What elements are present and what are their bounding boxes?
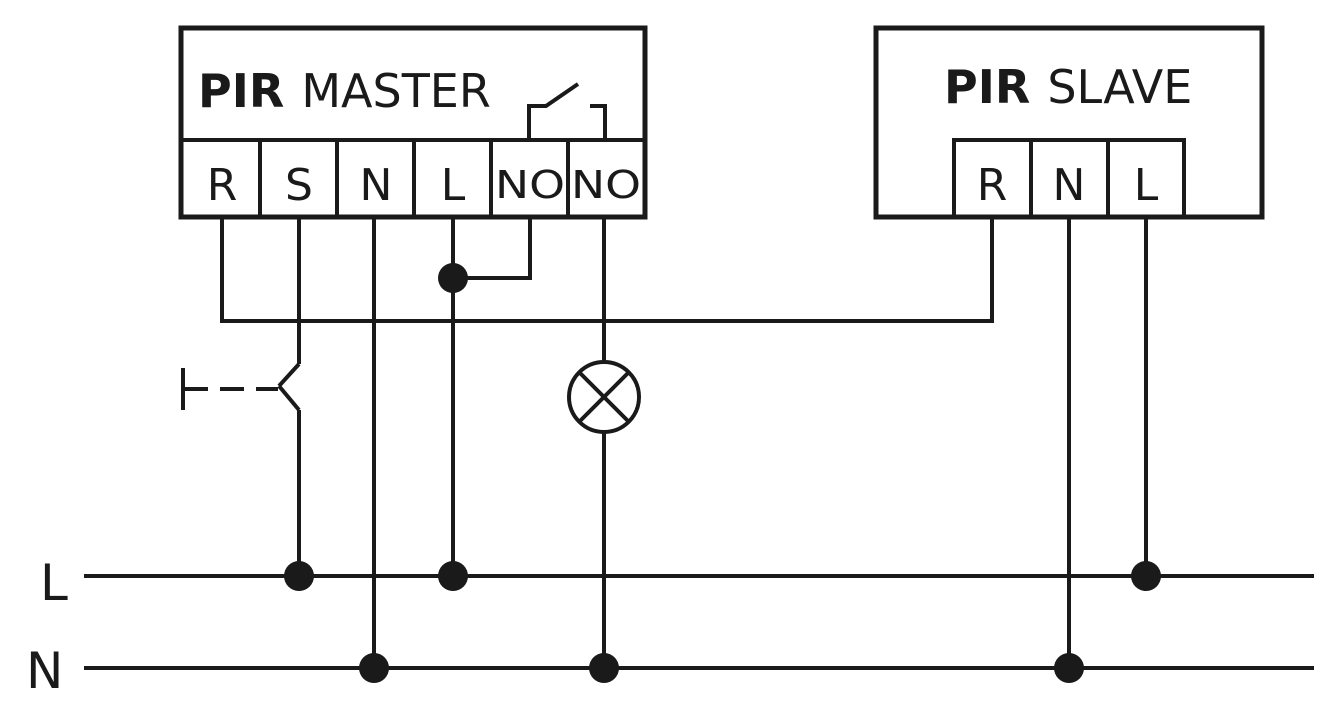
master-terminal-no-2: NO: [571, 163, 641, 207]
pir-slave-title-light: SLAVE: [1047, 60, 1192, 114]
pir-master-unit: PIR MASTER R S N L NO NO: [178, 25, 648, 220]
push-button-contact: [277, 362, 301, 388]
junction-dot: [1054, 653, 1084, 683]
slave-terminal-l: L: [1134, 160, 1159, 211]
master-terminal-no-1: NO: [495, 163, 565, 207]
junction-dot: [284, 561, 314, 591]
master-relay-contact-right: [590, 104, 607, 138]
junction-dot: [438, 561, 468, 591]
pir-slave-unit: PIR SLAVE R N L: [873, 25, 1265, 220]
pir-slave-title: PIR SLAVE: [944, 60, 1192, 114]
master-relay-contact-icon: [527, 82, 580, 138]
junctions: [284, 263, 1161, 683]
lamp-icon: [567, 360, 641, 434]
master-terminal-s: S: [285, 160, 313, 211]
junction-dot: [589, 653, 619, 683]
live-bus-label: L: [40, 554, 68, 612]
wiring: [84, 217, 1314, 670]
pir-master-title: PIR MASTER: [198, 64, 491, 118]
pir-master-title-bold: PIR: [198, 64, 284, 118]
master-terminal-l: L: [441, 160, 466, 211]
wire-l-to-no-bridge: [453, 217, 532, 280]
master-terminal-r: R: [207, 160, 238, 211]
master-terminal-n: N: [360, 160, 393, 211]
slave-terminal-r: R: [977, 160, 1008, 211]
neutral-bus-label: N: [26, 642, 63, 700]
lamp-cross: [577, 370, 631, 424]
pir-master-box: [178, 25, 648, 220]
junction-dot: [1131, 561, 1161, 591]
wire-r-master-to-slave: [220, 217, 994, 323]
pir-slave-title-bold: PIR: [944, 60, 1030, 114]
junction-dot: [359, 653, 389, 683]
slave-terminal-n: N: [1053, 160, 1086, 211]
push-button-icon: [181, 362, 301, 412]
push-button-contact: [277, 384, 301, 412]
junction-dot: [438, 263, 468, 293]
pir-master-title-light: MASTER: [301, 64, 490, 118]
lamp-circle: [567, 360, 641, 434]
